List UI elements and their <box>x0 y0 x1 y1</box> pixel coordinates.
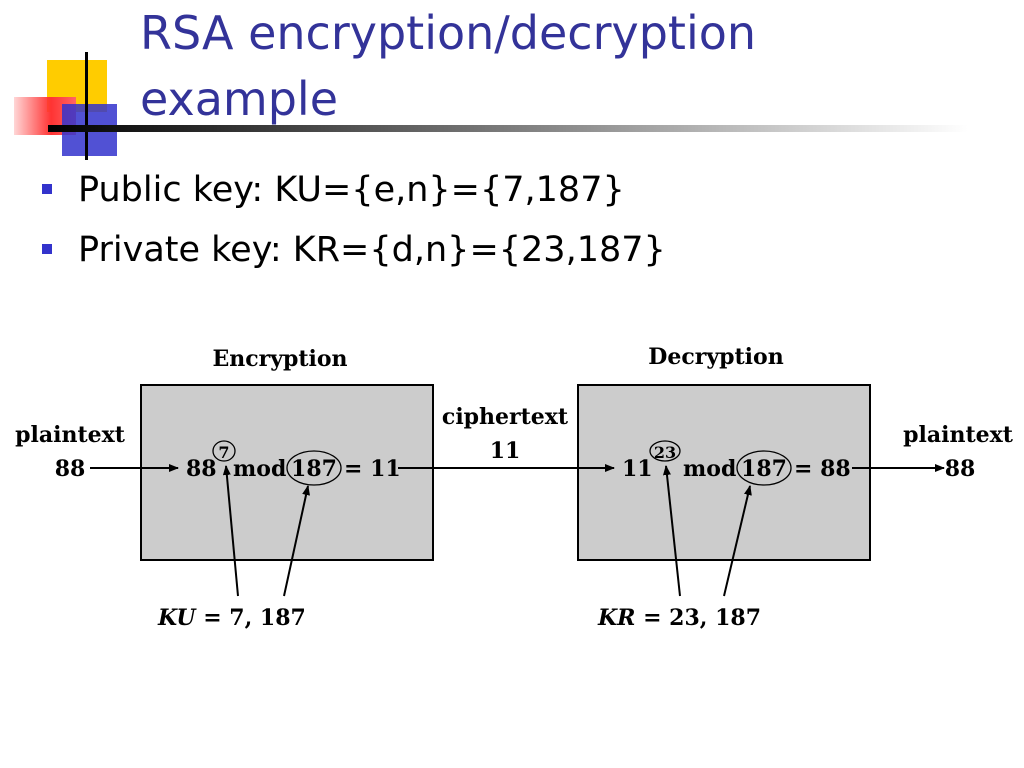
plaintext-out-value: 88 <box>945 456 976 482</box>
ciphertext-value: 11 <box>490 438 521 464</box>
bullet-private-key: Private key: KR={d,n}={23,187} <box>40 220 666 280</box>
ku-symbol: KU <box>157 605 197 631</box>
kr-key-label: KR = 23, 187 <box>597 605 761 631</box>
kr-symbol: KR <box>597 605 635 631</box>
decryption-box <box>577 384 871 561</box>
bullet-public-key: Public key: KU={e,n}={7,187} <box>40 160 666 220</box>
enc-mod: mod <box>233 456 286 482</box>
title-line-2: example <box>140 72 338 126</box>
arrow-ku-to-modulus <box>283 485 310 597</box>
bullet-text: Public key: KU={e,n}={7,187} <box>78 170 625 210</box>
page-title: RSA encryption/decryption example <box>140 0 1000 132</box>
bullet-square-icon <box>42 244 52 254</box>
bullet-list: Public key: KU={e,n}={7,187} Private key… <box>40 160 666 280</box>
slide-logo <box>14 52 968 160</box>
title-underline <box>48 125 968 132</box>
arrow-kr-to-exponent <box>662 465 681 597</box>
ciphertext-label: ciphertext <box>442 404 569 430</box>
arrow-kr-to-modulus <box>723 485 752 597</box>
plaintext-in-value: 88 <box>55 456 86 482</box>
plaintext-in-label: plaintext <box>15 422 126 448</box>
rsa-diagram: Encryption Decryption plaintext 88 88 7 … <box>15 344 1014 631</box>
plaintext-out-label: plaintext <box>903 422 1014 448</box>
enc-modulus-ellipse <box>286 450 342 486</box>
ku-key-label: KU = 7, 187 <box>157 605 306 631</box>
logo-vertical-line <box>85 52 88 160</box>
enc-modulus: 187 <box>291 456 337 482</box>
enc-result: = 11 <box>344 456 401 482</box>
encryption-label: Encryption <box>212 346 347 372</box>
title-line-1: RSA encryption/decryption <box>140 6 757 60</box>
ku-values: = 7, 187 <box>196 605 306 631</box>
dec-exponent: 23 <box>654 443 676 462</box>
dec-result: = 88 <box>794 456 851 482</box>
enc-exponent: 7 <box>218 443 229 462</box>
bullet-square-icon <box>42 184 52 194</box>
arrow-ku-to-exponent <box>222 465 239 597</box>
dec-modulus-ellipse <box>736 450 792 486</box>
kr-values: = 23, 187 <box>635 605 761 631</box>
bullet-text: Private key: KR={d,n}={23,187} <box>78 230 666 270</box>
dec-exponent-circle <box>649 440 681 462</box>
dec-mod: mod <box>683 456 736 482</box>
dec-modulus: 187 <box>741 456 787 482</box>
encryption-box <box>140 384 434 561</box>
enc-base: 88 <box>186 456 217 482</box>
dec-base: 11 <box>622 456 653 482</box>
decryption-label: Decryption <box>648 344 783 370</box>
enc-exponent-circle <box>212 440 236 462</box>
